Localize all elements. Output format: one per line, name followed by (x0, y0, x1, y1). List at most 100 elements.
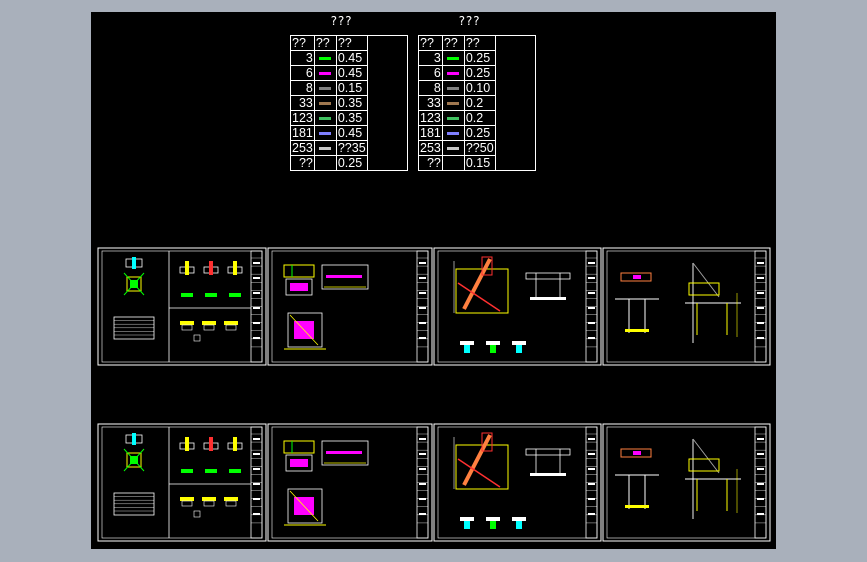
detail-fill (326, 275, 362, 278)
detail-fill (516, 345, 522, 353)
detail-fill (460, 341, 474, 345)
title-block-text (757, 498, 764, 500)
sheet-inner-frame (101, 250, 263, 363)
brace-line (462, 434, 492, 486)
sheet-frame (267, 247, 433, 366)
pen-color-swatch (319, 132, 332, 136)
brace-line (457, 282, 501, 312)
brace-line (692, 438, 720, 474)
pen-table-header-row: ?????? (290, 35, 408, 171)
title-block-text (757, 307, 764, 309)
detail-fill (185, 437, 189, 451)
detail-fill (486, 517, 500, 521)
sheet-inner-frame (271, 426, 429, 539)
pen-table-blank-column (366, 35, 408, 171)
pen-table-blank-column (494, 35, 536, 171)
title-block-text (588, 468, 595, 470)
detail-fill (202, 497, 216, 501)
title-block-text (419, 322, 426, 324)
detail-fill (202, 321, 216, 325)
pen-color-swatch (319, 57, 332, 61)
pen-width: 0.15 (335, 80, 368, 96)
title-block-text (757, 262, 764, 264)
title-block-text (588, 453, 595, 455)
title-block-text (757, 322, 764, 324)
title-block-text (253, 453, 260, 455)
pen-color-swatch (447, 132, 460, 136)
detail-fill (181, 469, 193, 473)
detail-fill (209, 261, 213, 275)
pen-index: 253 (418, 140, 443, 156)
schedule-table (113, 492, 155, 516)
pen-width: 0.25 (335, 155, 368, 171)
plate-plan (283, 440, 315, 454)
pen-color-swatch (319, 117, 332, 121)
sheet-inner-frame (606, 250, 767, 363)
title-block-text (588, 513, 595, 515)
pen-width: 0.45 (335, 125, 368, 141)
detail-box (225, 324, 237, 331)
detail-fill (132, 257, 136, 269)
detail-fill (233, 437, 237, 451)
title-block-text (757, 513, 764, 515)
brace-line (462, 258, 492, 310)
schedule-table (113, 316, 155, 340)
detail-fill (326, 451, 362, 454)
title-block-text (253, 277, 260, 279)
title-block-text (757, 277, 764, 279)
detail-fill (229, 293, 241, 297)
detail-fill (224, 497, 238, 501)
pen-index: ?? (418, 155, 443, 171)
pen-index: 123 (418, 110, 443, 126)
title-block-text (588, 498, 595, 500)
sheet-frame (602, 423, 771, 542)
detail-fill (486, 341, 500, 345)
detail-fill (464, 521, 470, 529)
pen-width: 0.2 (463, 95, 496, 111)
detail-box (203, 324, 215, 331)
pen-color-swatch-cell (313, 95, 337, 111)
detail-fill (625, 329, 649, 332)
title-block-text (253, 307, 260, 309)
detail-fill (180, 321, 194, 325)
detail-line (289, 314, 319, 346)
pen-color-swatch (447, 87, 460, 91)
plate-elevation (285, 278, 313, 296)
title-block-text (419, 337, 426, 339)
pen-table-row: 253??35 (290, 140, 408, 156)
detail-fill (224, 321, 238, 325)
title-block-text (757, 468, 764, 470)
title-block-text (253, 262, 260, 264)
detail-fill (460, 517, 474, 521)
pen-color-swatch (447, 57, 460, 61)
title-block-text (419, 277, 426, 279)
brace-gusset (481, 432, 493, 452)
pen-table-header-cell: ?? (290, 35, 315, 51)
sheet-frame (433, 247, 602, 366)
brace-line (457, 458, 501, 488)
sheet-frame (97, 423, 267, 542)
pen-table-1-title: ??? (330, 14, 352, 28)
brace-line (692, 262, 720, 298)
sheet-inner-frame (606, 426, 767, 539)
pen-table-2-title: ??? (458, 14, 480, 28)
sheet-row-bottom (97, 423, 771, 542)
plate-detail (321, 440, 369, 466)
title-block-text (253, 337, 260, 339)
pen-color-swatch (447, 72, 460, 76)
drawing-sheets (97, 247, 771, 542)
detail-fill (512, 341, 526, 345)
pen-table-row: ??0.25 (290, 155, 408, 171)
title-block-text (253, 438, 260, 440)
pen-color-swatch-cell (441, 155, 465, 171)
pen-color-swatch-cell (313, 155, 337, 171)
detail-line (123, 448, 145, 472)
detail-fill (132, 433, 136, 445)
title-block-text (419, 453, 426, 455)
detail-fill (512, 517, 526, 521)
pen-table-header-cell: ?? (418, 35, 443, 51)
detail-line (289, 490, 319, 522)
